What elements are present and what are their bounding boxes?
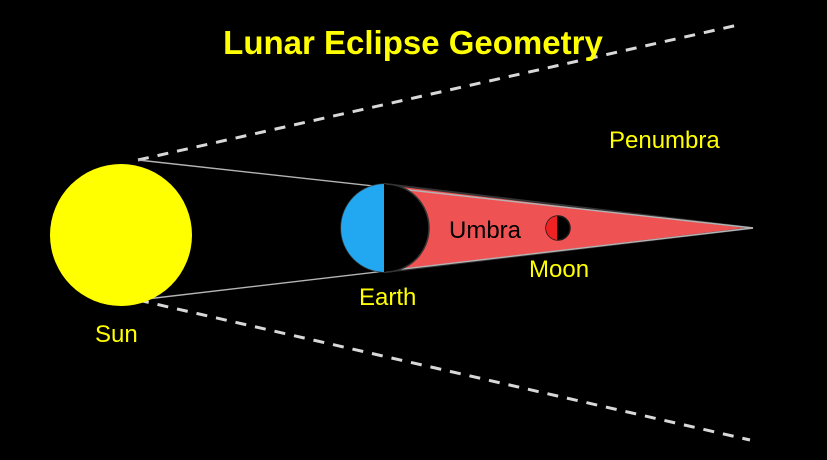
page-title: Lunar Eclipse Geometry xyxy=(223,24,603,61)
penumbra-ray-lower xyxy=(137,298,751,442)
earth-label: Earth xyxy=(359,284,416,311)
earth-lit-hemisphere xyxy=(341,184,385,272)
penumbra-label: Penumbra xyxy=(609,127,720,154)
umbra-tangent-upper xyxy=(137,159,754,229)
sun-body xyxy=(50,164,192,306)
moon-lit-hemisphere xyxy=(546,216,558,240)
penumbra-ray-upper xyxy=(137,23,739,162)
moon-label: Moon xyxy=(529,256,589,283)
umbra-label: Umbra xyxy=(449,217,522,244)
umbra-tangent-lower xyxy=(137,227,754,301)
sun-label: Sun xyxy=(95,321,138,348)
